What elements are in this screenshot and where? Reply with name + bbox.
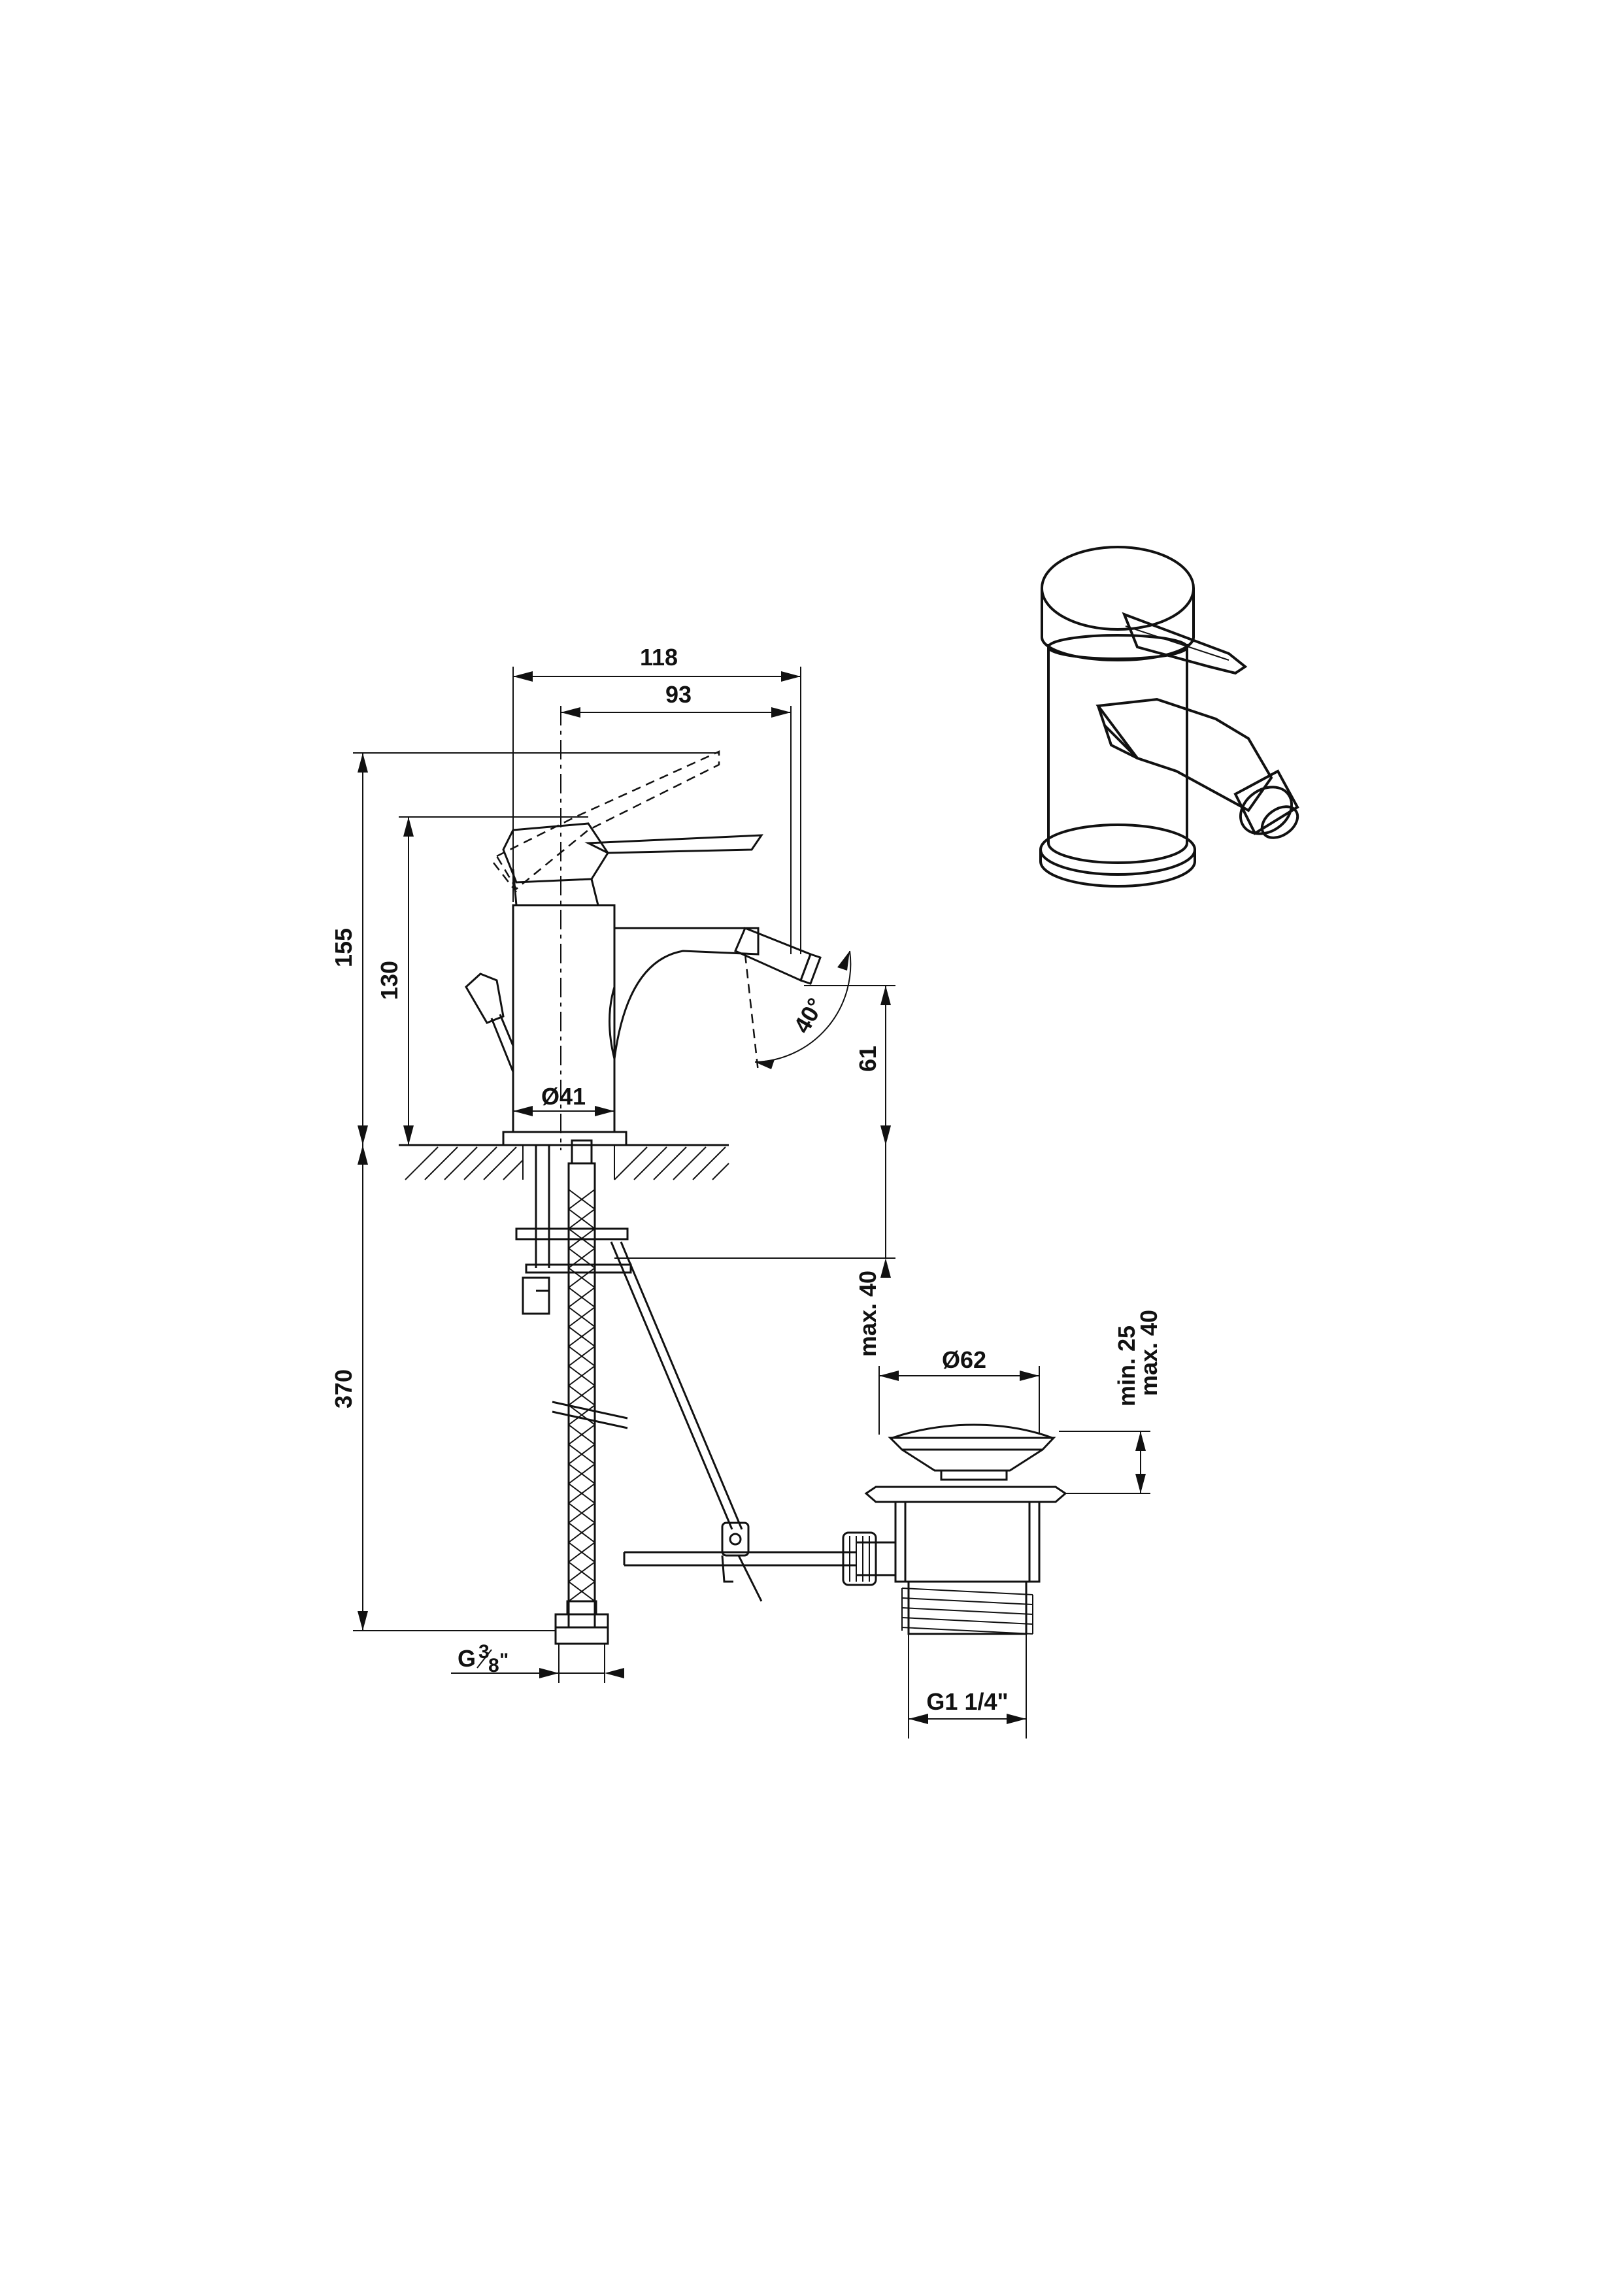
deck-section — [399, 1144, 729, 1180]
svg-text:": " — [499, 1650, 509, 1671]
side-view-mixer — [465, 706, 822, 1150]
deck-hatching — [405, 1146, 729, 1180]
svg-text:G: G — [458, 1645, 476, 1672]
svg-text:8: 8 — [488, 1655, 499, 1676]
dim-inlet-thread: G 3 8 " — [458, 1641, 509, 1676]
dim-93: 93 — [665, 681, 692, 708]
perspective-view — [1039, 546, 1299, 888]
dim-diameter-41: Ø41 — [541, 1083, 586, 1110]
dim-deck-max-40: max. 40 — [854, 1271, 881, 1357]
svg-text:3: 3 — [478, 1641, 490, 1663]
dim-diameter-62: Ø62 — [942, 1346, 986, 1373]
dim-155: 155 — [330, 928, 357, 967]
dim-61: 61 — [854, 1046, 881, 1072]
dim-waste-max-40: max. 40 — [1135, 1310, 1162, 1396]
under-deck-parts — [515, 1139, 856, 1645]
dimension-labels: 118 93 155 130 61 40° Ø41 max. 40 370 G … — [330, 644, 1162, 1715]
dim-370: 370 — [330, 1369, 357, 1408]
dimension-lines — [353, 667, 1150, 1739]
dim-40-degree: 40° — [788, 993, 829, 1038]
dim-waste-thread: G1 1/4" — [926, 1688, 1008, 1715]
waste-assembly — [842, 1423, 1067, 1635]
dim-130: 130 — [376, 961, 403, 1000]
dim-118: 118 — [640, 644, 678, 671]
dim-waste-min-25: min. 25 — [1113, 1325, 1140, 1406]
